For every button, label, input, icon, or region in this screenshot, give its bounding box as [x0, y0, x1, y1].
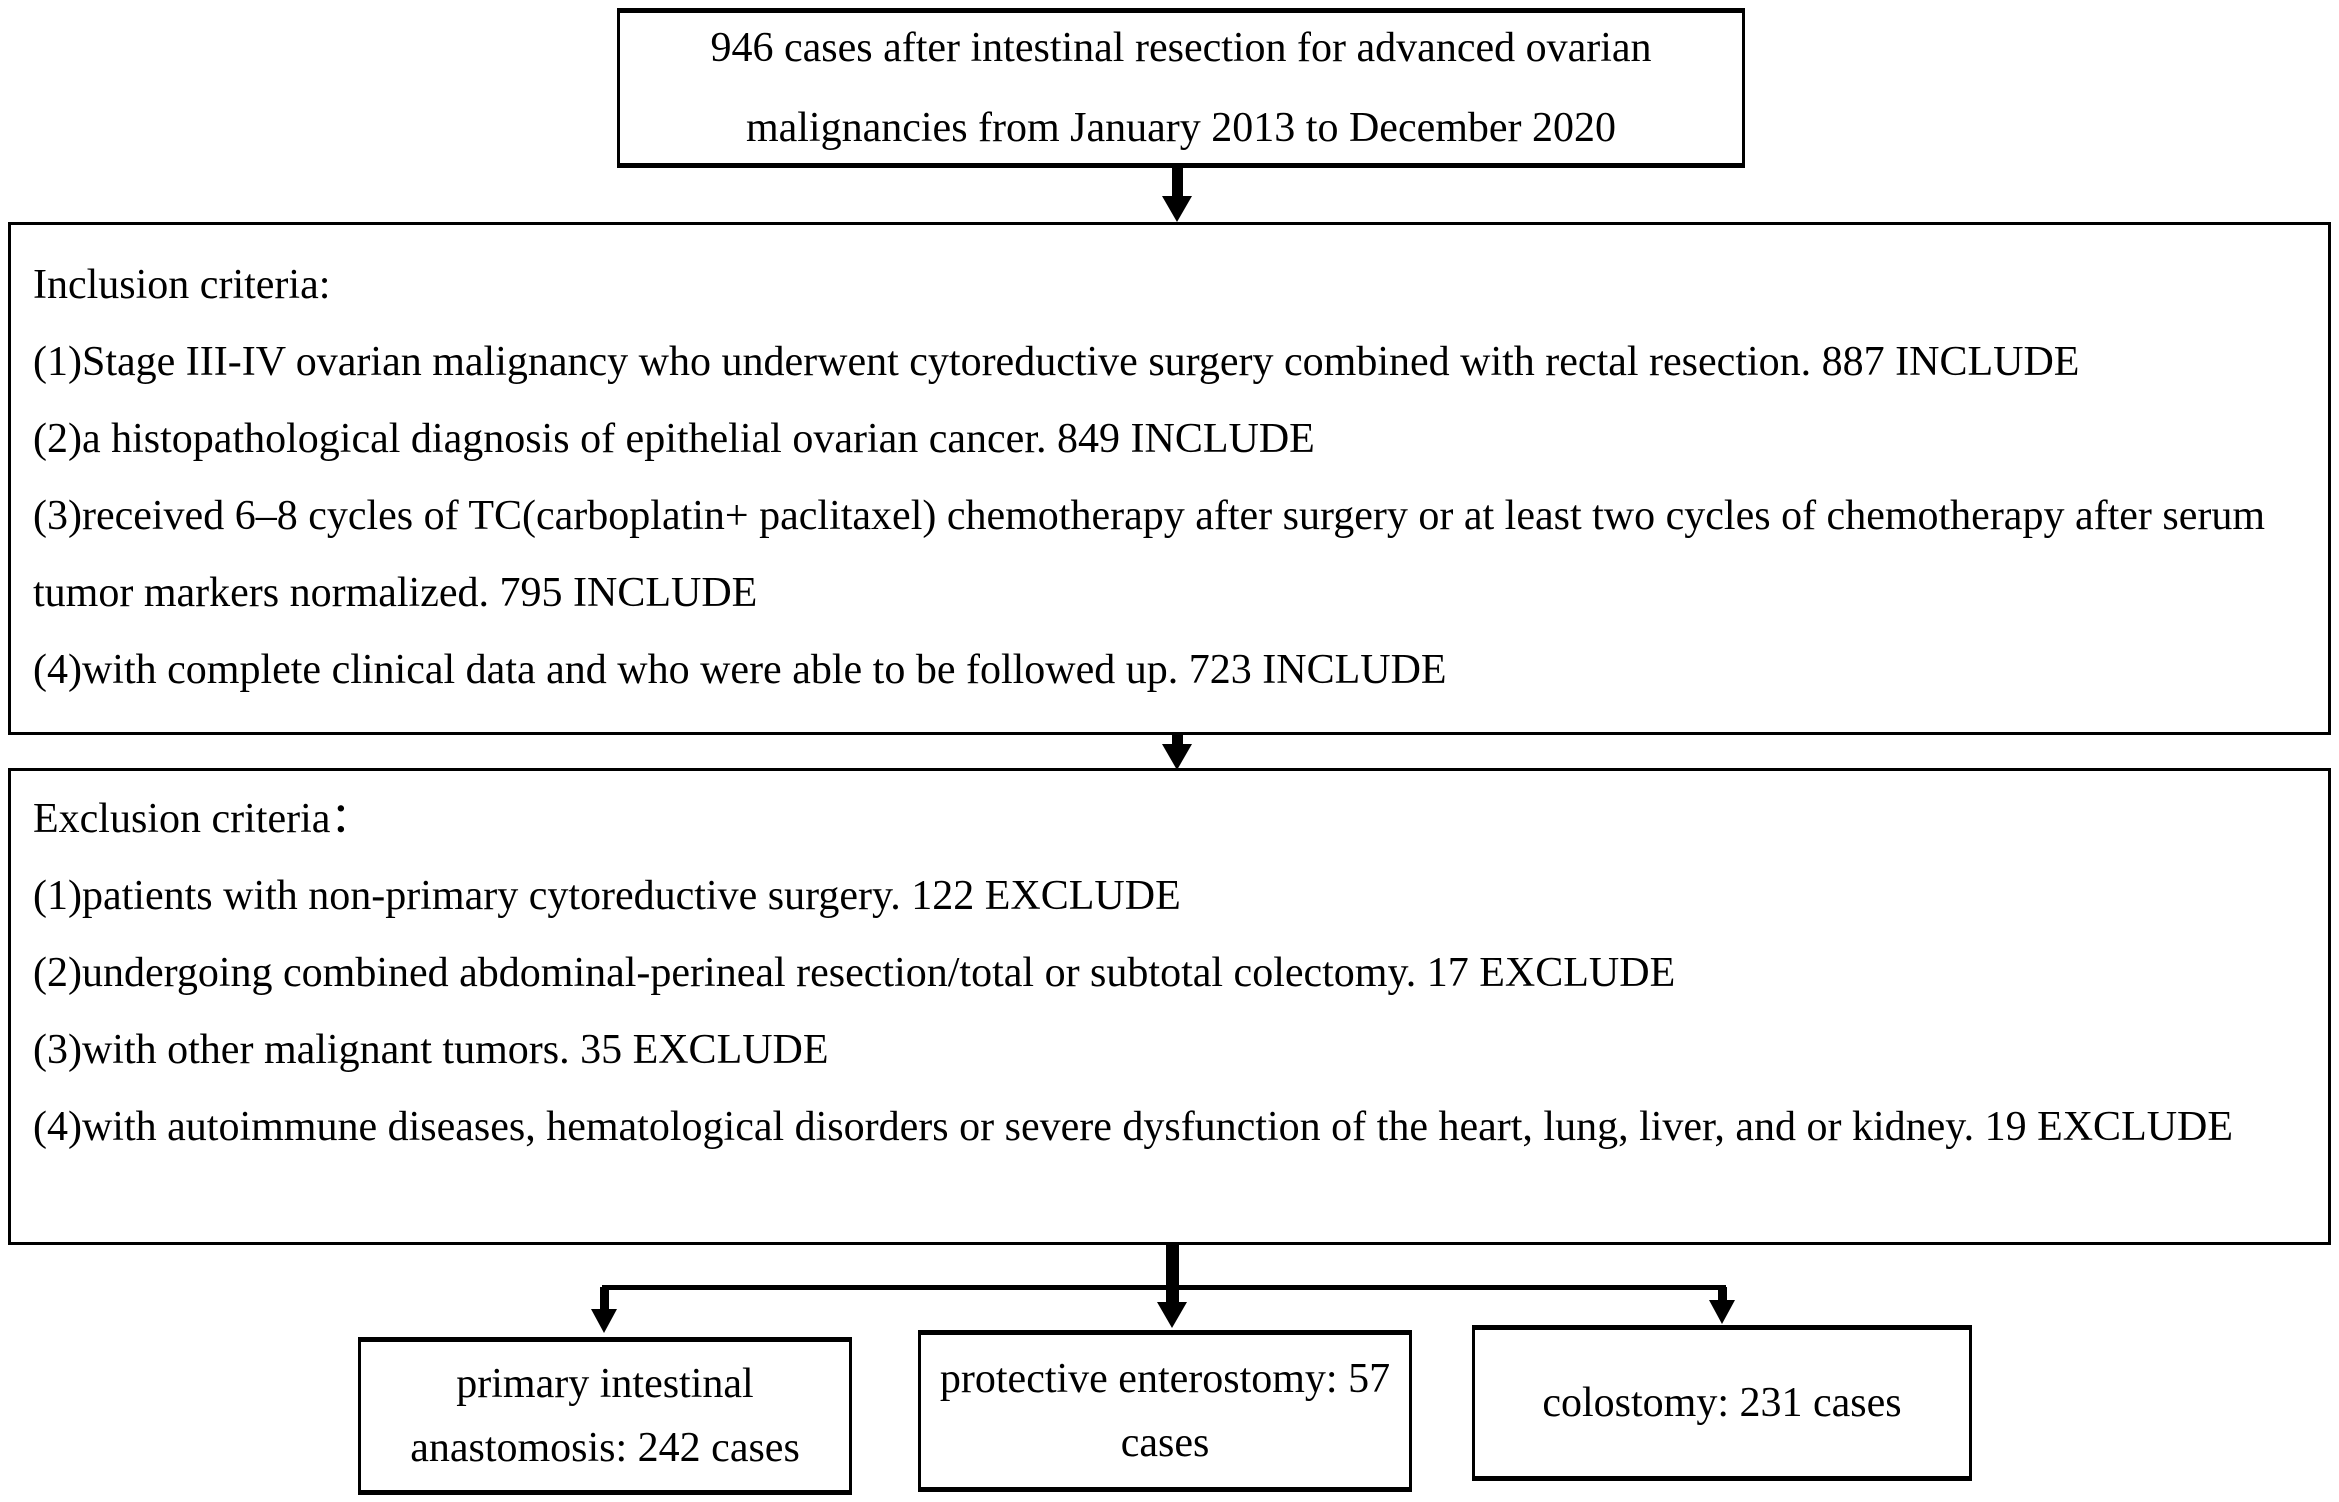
- outcome-colostomy-label: colostomy: 231 cases: [1542, 1380, 1902, 1426]
- arrow-down-icon: [1157, 1302, 1187, 1328]
- inclusion-item-2: (2)a histopathological diagnosis of epit…: [33, 416, 1315, 462]
- exclusion-item-1: (1)patients with non-primary cytoreducti…: [33, 873, 1181, 919]
- flow-node-protective-enterostomy: protective enterostomy: 57 cases: [918, 1330, 1412, 1492]
- inclusion-item-1: (1)Stage III-IV ovarian malignancy who u…: [33, 339, 2080, 385]
- exclusion-item-4: (4)with autoimmune diseases, hematologic…: [33, 1104, 2234, 1150]
- flow-node-primary-anastomosis: primary intestinal anastomosis: 242 case…: [358, 1337, 852, 1495]
- flow-node-inclusion-criteria: Inclusion criteria: (1)Stage III-IV ovar…: [8, 222, 2331, 735]
- arrow-down-icon: [1162, 744, 1192, 770]
- flow-node-population: 946 cases after intestinal resection for…: [617, 8, 1745, 168]
- flow-node-colostomy: colostomy: 231 cases: [1472, 1325, 1972, 1481]
- arrow-down-icon: [591, 1309, 617, 1333]
- exclusion-item-2: (2)undergoing combined abdominal-perinea…: [33, 950, 1676, 996]
- outcome-protective-enterostomy-label: protective enterostomy: 57 cases: [939, 1356, 1391, 1466]
- branch-left-stem: [600, 1287, 609, 1311]
- arrow-inclusion-to-exclusion-stem: [1172, 735, 1183, 749]
- arrow-down-icon: [1709, 1300, 1735, 1324]
- branch-trunk-line: [1166, 1245, 1179, 1305]
- flow-node-exclusion-criteria: Exclusion criteria： (1)patients with non…: [8, 768, 2331, 1245]
- inclusion-item-4: (4)with complete clinical data and who w…: [33, 647, 1447, 693]
- arrow-top-to-inclusion-stem: [1172, 168, 1183, 202]
- inclusion-title: Inclusion criteria:: [33, 262, 331, 308]
- branch-horizontal-line: [602, 1285, 1726, 1290]
- inclusion-item-3: (3)received 6–8 cycles of TC(carboplatin…: [33, 493, 2266, 616]
- outcome-primary-anastomosis-label: primary intestinal anastomosis: 242 case…: [410, 1361, 800, 1471]
- population-text: 946 cases after intestinal resection for…: [710, 25, 1652, 151]
- branch-right-stem: [1718, 1287, 1727, 1303]
- arrow-down-icon: [1162, 196, 1192, 222]
- exclusion-item-3: (3)with other malignant tumors. 35 EXCLU…: [33, 1027, 829, 1073]
- exclusion-title: Exclusion criteria：: [33, 796, 373, 842]
